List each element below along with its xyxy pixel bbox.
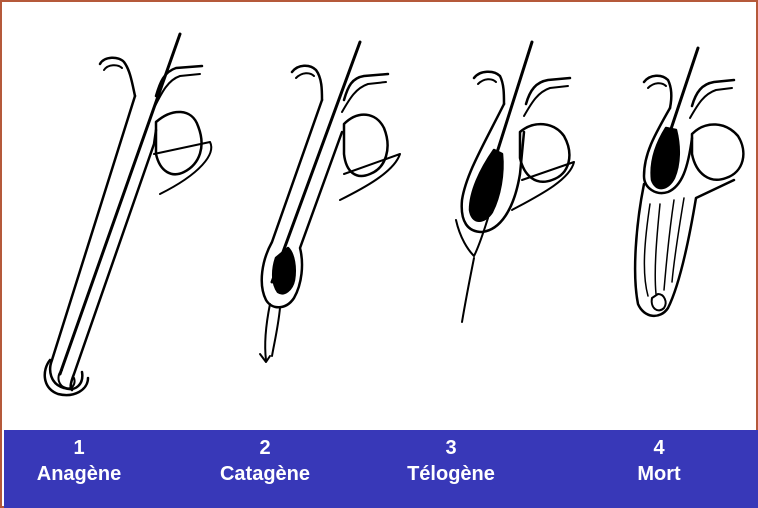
stage-name: Télogène xyxy=(376,460,526,488)
stage-label-3: 3 Télogène xyxy=(376,430,526,508)
stage-label-2: 2 Catagène xyxy=(190,430,340,508)
stage-number: 1 xyxy=(4,436,154,460)
follicle-anagen xyxy=(45,34,211,395)
follicle-catagen xyxy=(260,42,400,362)
stage-name: Anagène xyxy=(4,460,154,488)
stage-label-4: 4 Mort xyxy=(584,430,734,508)
stage-name: Catagène xyxy=(190,460,340,488)
stage-label-bar: 1 Anagène 2 Catagène 3 Télogène 4 Mort xyxy=(4,430,758,508)
follicle-telogen xyxy=(456,42,574,322)
stage-number: 3 xyxy=(376,436,526,460)
stage-number: 2 xyxy=(190,436,340,460)
stage-number: 4 xyxy=(584,436,734,460)
stage-label-1: 1 Anagène xyxy=(4,430,154,508)
stage-name: Mort xyxy=(584,460,734,488)
follicle-dead xyxy=(635,48,743,316)
hair-cycle-diagram xyxy=(4,4,758,430)
